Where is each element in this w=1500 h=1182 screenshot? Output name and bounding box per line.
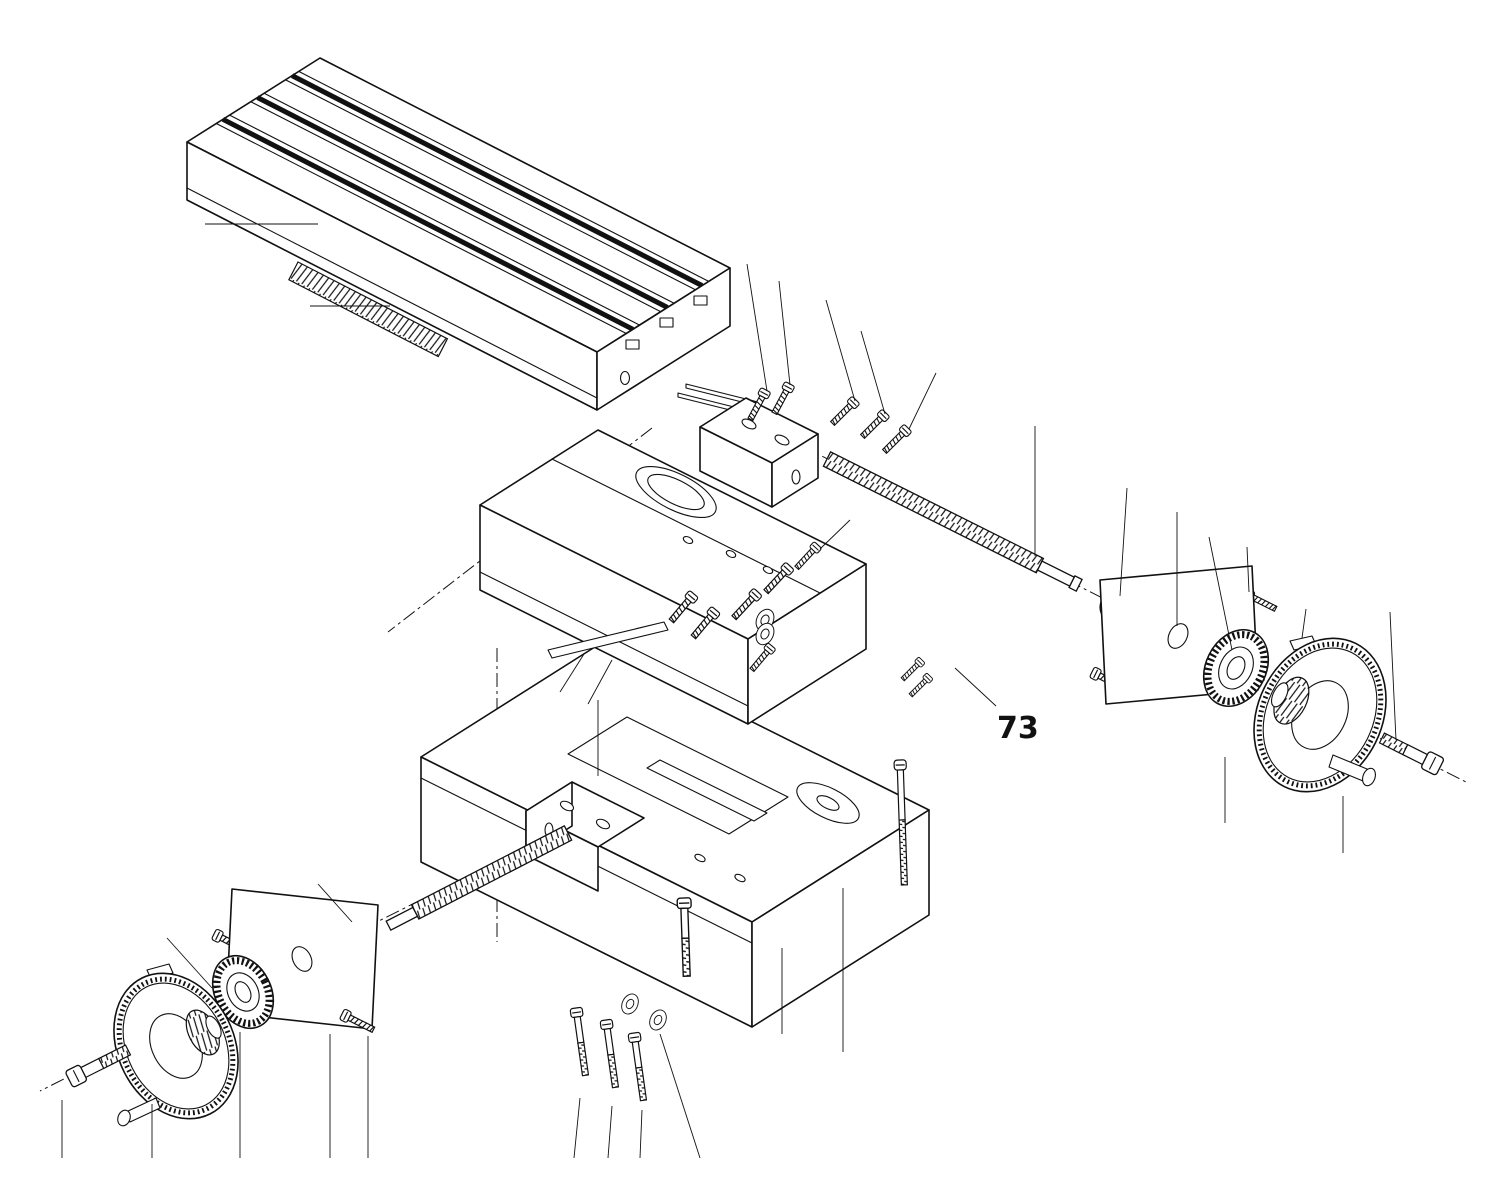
leader-line [778, 280, 791, 386]
leader-line [1246, 546, 1250, 593]
mounting-screw [627, 1031, 651, 1102]
saddle-end-face [747, 563, 867, 725]
leader-line [607, 1105, 613, 1159]
nut-hole [741, 418, 757, 430]
leader-line [1208, 536, 1233, 651]
t-slot-profile [625, 339, 640, 350]
leader-lines [61, 223, 1397, 1159]
gib-strip [547, 621, 669, 659]
handwheel [113, 972, 239, 1120]
leader-line [1301, 608, 1307, 639]
rack-strip [288, 261, 449, 358]
leader-line [954, 667, 997, 707]
base-hole [694, 853, 706, 863]
leader-line [819, 519, 851, 550]
mounting-screw [569, 1006, 593, 1077]
plate-bore [1167, 623, 1189, 649]
saddle-hole [725, 549, 737, 559]
longitudinal-feed-nut [525, 781, 645, 892]
graduated-dial [1202, 628, 1270, 708]
leader-line [559, 653, 585, 693]
base [420, 644, 930, 1028]
t-slot-profile [659, 317, 674, 328]
base-hole [734, 873, 746, 883]
leader-line [659, 1033, 701, 1159]
base-slot [646, 759, 768, 822]
leader-line [587, 659, 613, 705]
crank-knob [1362, 767, 1376, 787]
crank-handle [125, 1097, 161, 1123]
cap-screw [769, 380, 796, 417]
cross-feed-nut [699, 397, 819, 508]
leader-line [639, 1109, 643, 1159]
base-end-face [751, 809, 930, 1028]
table-end-hole [619, 370, 631, 386]
graduated-dial [211, 954, 275, 1030]
leader-line [908, 372, 937, 430]
leader-line [166, 937, 213, 989]
washer [645, 1006, 671, 1034]
handwheel [1253, 637, 1387, 793]
handwheel-bolt [65, 1044, 132, 1088]
plate-bore [291, 946, 313, 972]
leader-line [317, 883, 353, 923]
leader-line [1389, 611, 1397, 741]
handwheel-bolt [1378, 732, 1444, 776]
nut-hole [774, 434, 790, 446]
longitudinal-leadscrew [385, 825, 573, 931]
base-boss-bore [816, 795, 840, 811]
t-slot-table [186, 57, 731, 411]
t-slot-profile [693, 295, 708, 306]
cap-screw [907, 672, 934, 699]
leader-line [825, 299, 856, 402]
cap-screw [899, 656, 926, 683]
saddle-hole [762, 565, 774, 575]
leader-line [860, 330, 886, 415]
cross-leadscrew [822, 450, 1083, 592]
crank-knob [117, 1109, 131, 1127]
leader-line [573, 1097, 581, 1159]
cap-screw [880, 423, 913, 456]
washer [617, 990, 643, 1018]
mounting-screw [599, 1018, 623, 1089]
nut-hole [559, 800, 575, 812]
saddle-hole [682, 535, 694, 545]
leader-line [1119, 487, 1128, 597]
nut-bore [791, 469, 801, 485]
leader-line [746, 263, 768, 392]
nut-hole [595, 818, 611, 830]
part-number: 73 [997, 711, 1039, 746]
